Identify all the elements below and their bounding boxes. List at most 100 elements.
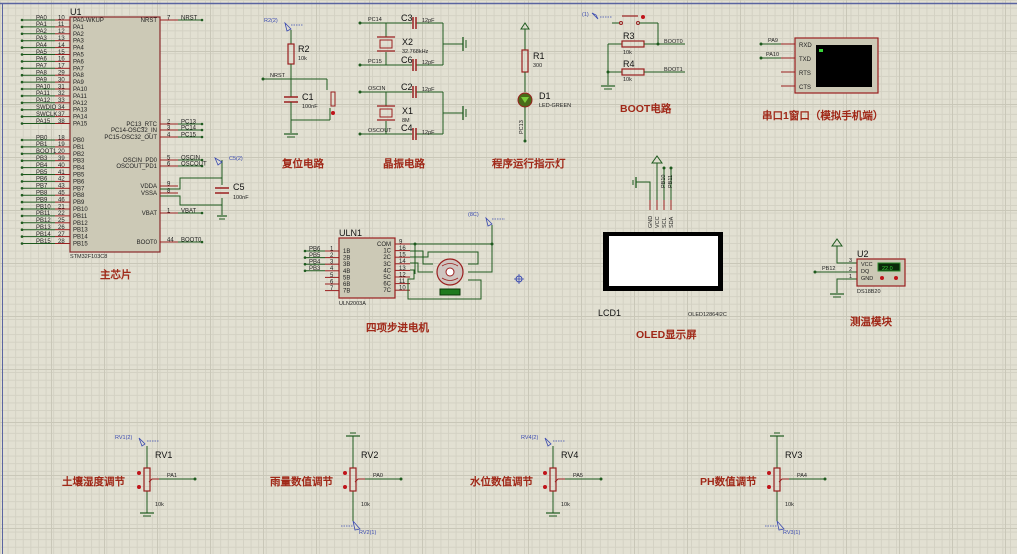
crystal-circuit[interactable]: PC14 PC15 C3 12pF C6 12pF X2 32.768kHz O… (358, 13, 467, 170)
r4-resistor[interactable] (621, 68, 645, 76)
x2-value: 32.768kHz (402, 49, 429, 55)
pin-net: PA11 (36, 91, 50, 97)
oled-screen[interactable] (609, 236, 718, 286)
pot-increase-button[interactable] (137, 471, 141, 475)
pot-body[interactable] (349, 467, 357, 492)
boot-circuit[interactable]: (1) R3 10k BOOT0 R4 10k BOOT1 BOOT电路 (582, 12, 685, 115)
pot-body[interactable] (143, 467, 151, 492)
boot-button-indicator[interactable] (641, 15, 645, 19)
temperature-sensor[interactable]: PB12 3 2 1 U2 VCC DQ GND 22.0 DS18B20 测温… (813, 238, 906, 328)
temp-increase-button[interactable] (894, 276, 898, 280)
pot-increase-button[interactable] (543, 471, 547, 475)
pin-net: PA1 (36, 22, 48, 28)
reset-button[interactable] (330, 91, 336, 107)
pot-increase-button[interactable] (343, 471, 347, 475)
pot-body[interactable] (549, 467, 557, 492)
pin-net: PB0 (36, 135, 48, 141)
x2-crystal[interactable] (379, 39, 393, 49)
mcu-body[interactable] (69, 16, 161, 253)
pot-decrease-button[interactable] (767, 485, 771, 489)
x1-crystal[interactable] (379, 108, 393, 118)
oled-display[interactable]: PB10 PB11 GND VCC SCL SDA LCD1 OLED12864… (598, 155, 727, 341)
pot-decrease-button[interactable] (343, 485, 347, 489)
r2-resistor[interactable] (287, 43, 295, 65)
reset-button-indicator[interactable] (331, 111, 335, 115)
led-circuit[interactable]: R1 300 D1 LED-GREEN PC13 程序运行指示灯 (492, 22, 571, 170)
pot-decrease-button[interactable] (543, 485, 547, 489)
pin-number: 33 (58, 98, 65, 104)
serial-terminal[interactable]: PA9 PA10 RXD TXD RTS CTS 串口1窗口（模拟手机端） (759, 37, 884, 122)
terminal-screen[interactable] (816, 45, 872, 87)
pot-decrease-button[interactable] (137, 485, 141, 489)
reset-circuit[interactable]: R2(2) R2 10k NRST C1 100nF 复位电路 (261, 18, 336, 170)
uln-body[interactable] (338, 237, 396, 299)
r1-resistor[interactable] (521, 49, 529, 73)
r3-resistor[interactable] (621, 40, 645, 48)
pot-increase-button[interactable] (767, 471, 771, 475)
temp-decrease-button[interactable] (880, 276, 884, 280)
pot-body[interactable] (773, 467, 781, 492)
